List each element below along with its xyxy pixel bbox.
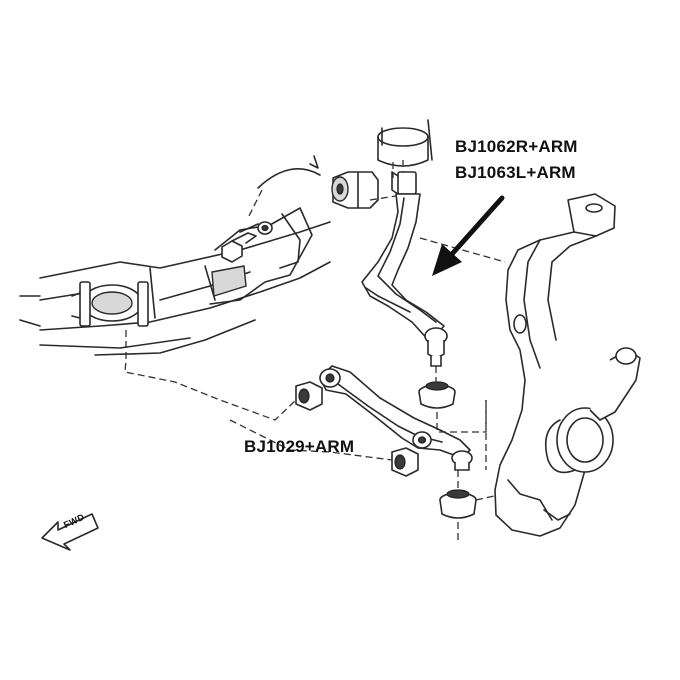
top-mount — [377, 119, 433, 178]
lower-ball-joint-boot — [439, 489, 477, 519]
subframe-drawing — [19, 155, 331, 356]
upper-arm-left-label: BJ1063L+ARM — [455, 163, 576, 182]
lower-control-arm — [295, 365, 473, 477]
upper-arm-bushing — [331, 171, 379, 209]
fwd-arrow-icon — [41, 513, 99, 551]
upper-control-arm — [361, 171, 448, 367]
lower-arm-label: BJ1029+ARM — [244, 437, 355, 456]
steering-knuckle — [494, 193, 641, 537]
dashed-leaders — [124, 195, 506, 540]
upper-arm-right-label: BJ1062R+ARM — [455, 137, 578, 156]
callout-arrow — [432, 195, 505, 276]
upper-ball-joint-boot — [418, 381, 456, 409]
